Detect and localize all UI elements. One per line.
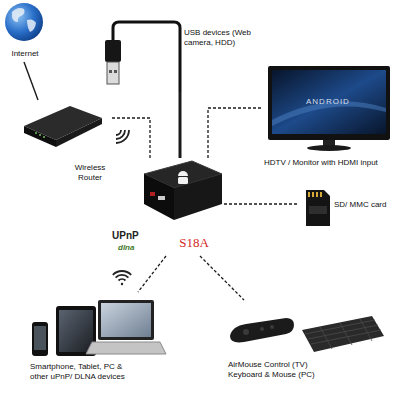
internet-node: Internet (2, 2, 50, 62)
laptop-base (86, 342, 166, 354)
plug-body (105, 40, 121, 62)
wifi-arc (116, 275, 129, 278)
box-right (174, 174, 222, 220)
router-icon (24, 106, 102, 147)
phone (32, 322, 48, 356)
connector-line (138, 256, 166, 292)
plug-hole (114, 70, 117, 73)
air-mouse (230, 318, 294, 342)
usb-plug (105, 22, 180, 92)
router-front (24, 126, 56, 147)
android-body (178, 177, 188, 184)
connector-line (112, 118, 150, 158)
box-left (144, 174, 174, 220)
sd-card (306, 190, 330, 226)
node-label: Internet (2, 49, 48, 59)
port (150, 192, 155, 196)
connector-line (179, 92, 182, 158)
sd-node: SD/ MMC card (298, 186, 396, 230)
land (12, 8, 25, 22)
keyboard-keys (305, 319, 381, 349)
client-devices (32, 300, 166, 356)
wifi-arc (116, 130, 125, 139)
wifi-symbol (113, 271, 131, 285)
laptop-screen (101, 303, 151, 337)
input-devices (230, 316, 384, 352)
tv-icon (268, 66, 390, 151)
tv-node: HDTV / Monitor with HDMI input (262, 58, 396, 172)
connector-line (224, 203, 298, 204)
dlna-logo-text: dlna (118, 243, 134, 252)
wifi-dot (121, 283, 123, 285)
card-contact (320, 192, 322, 197)
wifi-arc (113, 271, 131, 275)
key-col (360, 319, 372, 341)
card-sticker (309, 206, 327, 214)
land (27, 19, 36, 32)
card-contact (312, 192, 314, 197)
s18a-box (144, 161, 222, 220)
wifi-symbol (116, 130, 129, 143)
node-label: USB devices (Web camera, HDD) (184, 28, 258, 47)
router-led (39, 134, 41, 136)
connector-line (200, 256, 244, 300)
key-row (311, 330, 381, 344)
port (158, 196, 165, 200)
remote-button (270, 325, 274, 329)
card-body (306, 190, 330, 226)
android-head (178, 171, 188, 176)
router-side (56, 118, 102, 147)
wifi-arc (119, 279, 126, 280)
node-label: SD/ MMC card (334, 200, 394, 210)
connector-line (24, 62, 38, 100)
remote-button (260, 327, 264, 331)
router-node: Wireless Router (16, 100, 112, 188)
card-contact (316, 192, 318, 197)
node-label: S18A (168, 235, 220, 250)
wifi-arc (116, 130, 121, 135)
client-node: Smartphone, Tablet, PC & other uPnP/ DLN… (26, 292, 168, 390)
router-led (43, 136, 45, 138)
router-led (35, 132, 37, 134)
node-label: HDTV / Monitor with HDMI input (264, 158, 394, 168)
key-col (340, 323, 352, 345)
screen-text: ANDROID (306, 97, 350, 106)
globe-icon (5, 3, 43, 41)
upnp-logo-text: UPnP (112, 230, 139, 241)
node-label: Smartphone, Tablet, PC & other uPnP/ DLN… (30, 362, 138, 381)
plug-metal (107, 62, 119, 84)
card-contact (308, 192, 310, 197)
remote-button (243, 329, 249, 335)
node-label: AirMouse Control (TV) Keyboard & Mouse (… (228, 360, 324, 379)
plug-hole (109, 70, 112, 73)
input-node: AirMouse Control (TV) Keyboard & Mouse (… (220, 300, 392, 390)
tv-base (307, 145, 351, 151)
tv-screen (272, 70, 386, 134)
tablet-screen (59, 310, 93, 352)
wifi-arc (116, 130, 129, 143)
laptop-lid (98, 300, 154, 340)
keyboard (302, 316, 384, 352)
device-node: S18A (138, 158, 224, 256)
connector-line (208, 108, 262, 158)
phone-screen (34, 326, 46, 350)
key-col (320, 327, 332, 349)
usb-node: USB devices (Web camera, HDD) (100, 18, 260, 92)
usb-cable (113, 22, 180, 92)
globe (5, 3, 43, 41)
tv-frame (268, 66, 390, 140)
node-label: Wireless Router (70, 163, 110, 182)
